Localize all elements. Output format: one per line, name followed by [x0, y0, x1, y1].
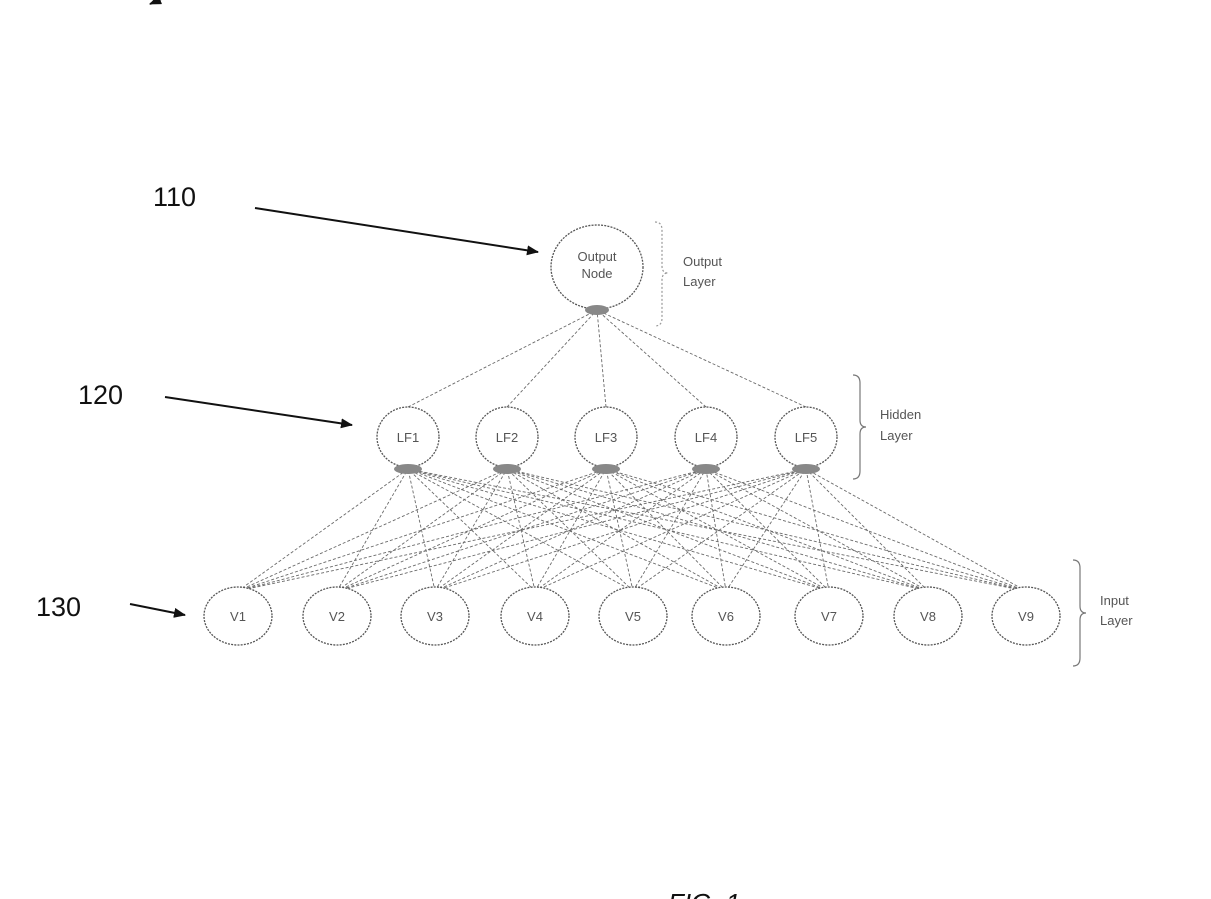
- figure-label: FIG. 1: [668, 888, 740, 899]
- input-node: V3: [401, 587, 469, 645]
- hidden-connection-hub: [394, 464, 422, 474]
- input-node-label: V1: [230, 609, 246, 624]
- edge-input-9-to-hidden-4: [706, 469, 1026, 591]
- output-node: Output Node: [551, 225, 643, 309]
- edge-input-2-to-hidden-2: [337, 469, 507, 591]
- edges-input-to-hidden: [238, 469, 1026, 591]
- input-node: V2: [303, 587, 371, 645]
- hidden-node: LF1: [377, 407, 439, 467]
- hidden-node-label: LF2: [496, 430, 518, 445]
- hidden-node: LF3: [575, 407, 637, 467]
- edge-hidden-2-to-output: [507, 310, 597, 407]
- ref-label-hidden: 120: [78, 380, 123, 410]
- hidden-node-label: LF4: [695, 430, 717, 445]
- edge-hidden-4-to-output: [597, 310, 706, 407]
- edge-input-6-to-hidden-2: [507, 469, 726, 591]
- hidden-node: LF4: [675, 407, 737, 467]
- edge-input-6-to-hidden-3: [606, 469, 726, 591]
- edges-hidden-to-output: [408, 310, 806, 407]
- input-node: V9: [992, 587, 1060, 645]
- hidden-node: LF5: [775, 407, 837, 467]
- output-connection-hub: [585, 305, 609, 315]
- input-node-label: V7: [821, 609, 837, 624]
- output-node-label-line2: Node: [581, 266, 612, 281]
- hidden-node-label: LF5: [795, 430, 817, 445]
- ref-arrow-output: [255, 208, 538, 252]
- edge-input-5-to-hidden-1: [408, 469, 633, 591]
- edge-input-4-to-hidden-4: [535, 469, 706, 591]
- input-node-label: V2: [329, 609, 345, 624]
- input-node: V7: [795, 587, 863, 645]
- input-layer-brace: [1073, 560, 1086, 666]
- hidden-layer-label-line2: Layer: [880, 428, 913, 443]
- ref-arrow-hidden: [165, 397, 352, 425]
- edge-input-3-to-hidden-1: [408, 469, 435, 591]
- hidden-layer-label-line1: Hidden: [880, 407, 921, 422]
- hidden-node: LF2: [476, 407, 538, 467]
- edge-hidden-3-to-output: [597, 310, 606, 407]
- corner-arrow: [150, 0, 168, 4]
- output-layer-brace: [655, 222, 668, 326]
- output-layer-label-line2: Layer: [683, 274, 716, 289]
- ref-label-input: 130: [36, 592, 81, 622]
- ref-label-output: 110: [153, 182, 196, 212]
- edge-input-2-to-hidden-1: [337, 469, 408, 591]
- hidden-node-label: LF1: [397, 430, 419, 445]
- input-node: V4: [501, 587, 569, 645]
- edge-input-7-to-hidden-3: [606, 469, 829, 591]
- edge-hidden-1-to-output: [408, 310, 597, 407]
- edge-input-6-to-hidden-1: [408, 469, 726, 591]
- hidden-connection-hub: [792, 464, 820, 474]
- input-node-label: V4: [527, 609, 543, 624]
- hidden-connection-hub: [692, 464, 720, 474]
- input-node-label: V8: [920, 609, 936, 624]
- hidden-connection-hub: [493, 464, 521, 474]
- edge-input-5-to-hidden-3: [606, 469, 633, 591]
- output-node-label-line1: Output: [577, 249, 616, 264]
- edge-input-9-to-hidden-5: [806, 469, 1026, 591]
- input-node: V8: [894, 587, 962, 645]
- input-node: V5: [599, 587, 667, 645]
- hidden-connection-hub: [592, 464, 620, 474]
- ref-arrow-input: [130, 604, 185, 615]
- input-node-label: V9: [1018, 609, 1034, 624]
- output-layer-label-line1: Output: [683, 254, 722, 269]
- input-node-label: V6: [718, 609, 734, 624]
- input-layer-nodes: V1 V2 V3 V4 V5 V6 V7 V8 V9: [204, 587, 1060, 645]
- input-node: V6: [692, 587, 760, 645]
- input-node-label: V5: [625, 609, 641, 624]
- input-node: V1: [204, 587, 272, 645]
- hidden-layer-nodes: LF1 LF2 LF3 LF4 LF5: [377, 407, 837, 467]
- edge-input-1-to-hidden-3: [238, 469, 606, 591]
- edge-hidden-5-to-output: [597, 310, 806, 407]
- hidden-node-label: LF3: [595, 430, 617, 445]
- edge-input-1-to-hidden-5: [238, 469, 806, 591]
- input-layer-label-line1: Input: [1100, 593, 1129, 608]
- edge-input-2-to-hidden-4: [337, 469, 706, 591]
- input-layer-label-line2: Layer: [1100, 613, 1133, 628]
- input-node-label: V3: [427, 609, 443, 624]
- hidden-layer-brace: [853, 375, 866, 479]
